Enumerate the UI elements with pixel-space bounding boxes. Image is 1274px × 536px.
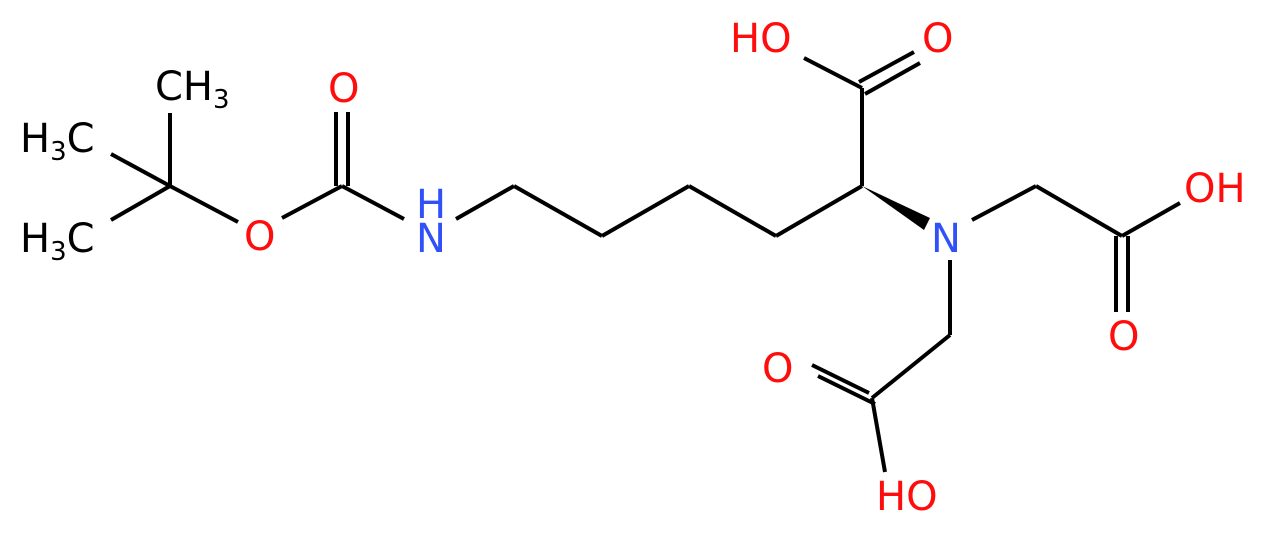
label-h3c-lower: H3C: [20, 216, 95, 267]
h3c-upper-post: C: [67, 116, 95, 162]
bond-tbu-ch3-upper: [110, 152, 171, 188]
wedge-bond-calpha-n: [862, 186, 930, 230]
bond-tbu-ch3-lower: [110, 184, 171, 222]
bond-ccooh-o-b: [864, 61, 921, 96]
label-oh-right-acid: OH: [1184, 166, 1246, 212]
bond-ccooh-o-a: [858, 50, 915, 84]
bond-ch2-ccooh-lower: [870, 333, 952, 400]
bond-lower-ccooh-oh: [870, 397, 887, 473]
label-o-lower-acid: O: [762, 346, 793, 392]
label-n-tertiary: N: [931, 216, 961, 262]
ch3-top-sub: 3: [213, 85, 230, 115]
bond-c3-calpha: [774, 184, 864, 238]
label-o-right-acid: O: [1108, 314, 1139, 360]
h3c-lower-sub: 3: [50, 237, 67, 267]
bond-c6-c5: [513, 184, 603, 238]
h3c-upper-sub: 3: [50, 137, 67, 167]
bond-ch2-ccooh-right: [1034, 184, 1124, 238]
label-o-ester-boc: O: [244, 214, 275, 260]
bond-ccooh-oh: [803, 56, 863, 90]
label-ho-alpha-acid: HO: [730, 16, 792, 62]
label-h3c-upper: H3C: [20, 116, 95, 167]
label-ch3-top: CH3: [155, 64, 230, 115]
label-n-amide: N: [416, 216, 446, 262]
bond-lower-ccooh-o-a: [811, 363, 870, 395]
label-o-carbonyl-boc: O: [328, 66, 359, 112]
bond-lower-ccooh-o-b: [817, 374, 876, 406]
h3c-lower-post: C: [67, 216, 95, 262]
bond-c4-c3: [688, 184, 777, 238]
label-nh-hydrogen: H: [416, 182, 446, 228]
bond-ccarbonyl-nh: [341, 184, 405, 221]
bond-n-ch2-right: [971, 184, 1037, 222]
bond-right-ccooh-oh: [1121, 201, 1181, 238]
bond-tbu-oester: [169, 184, 239, 224]
h3c-lower-pre: H: [20, 216, 50, 262]
bond-oester-ccarbonyl: [281, 184, 343, 220]
bond-nh-c6: [455, 184, 515, 221]
label-ho-lower-acid: HO: [876, 474, 938, 520]
ch3-top-main: CH: [155, 64, 213, 110]
label-o-alpha-acid: O: [922, 16, 953, 62]
h3c-upper-pre: H: [20, 116, 50, 162]
bond-c5-c4: [601, 184, 690, 238]
